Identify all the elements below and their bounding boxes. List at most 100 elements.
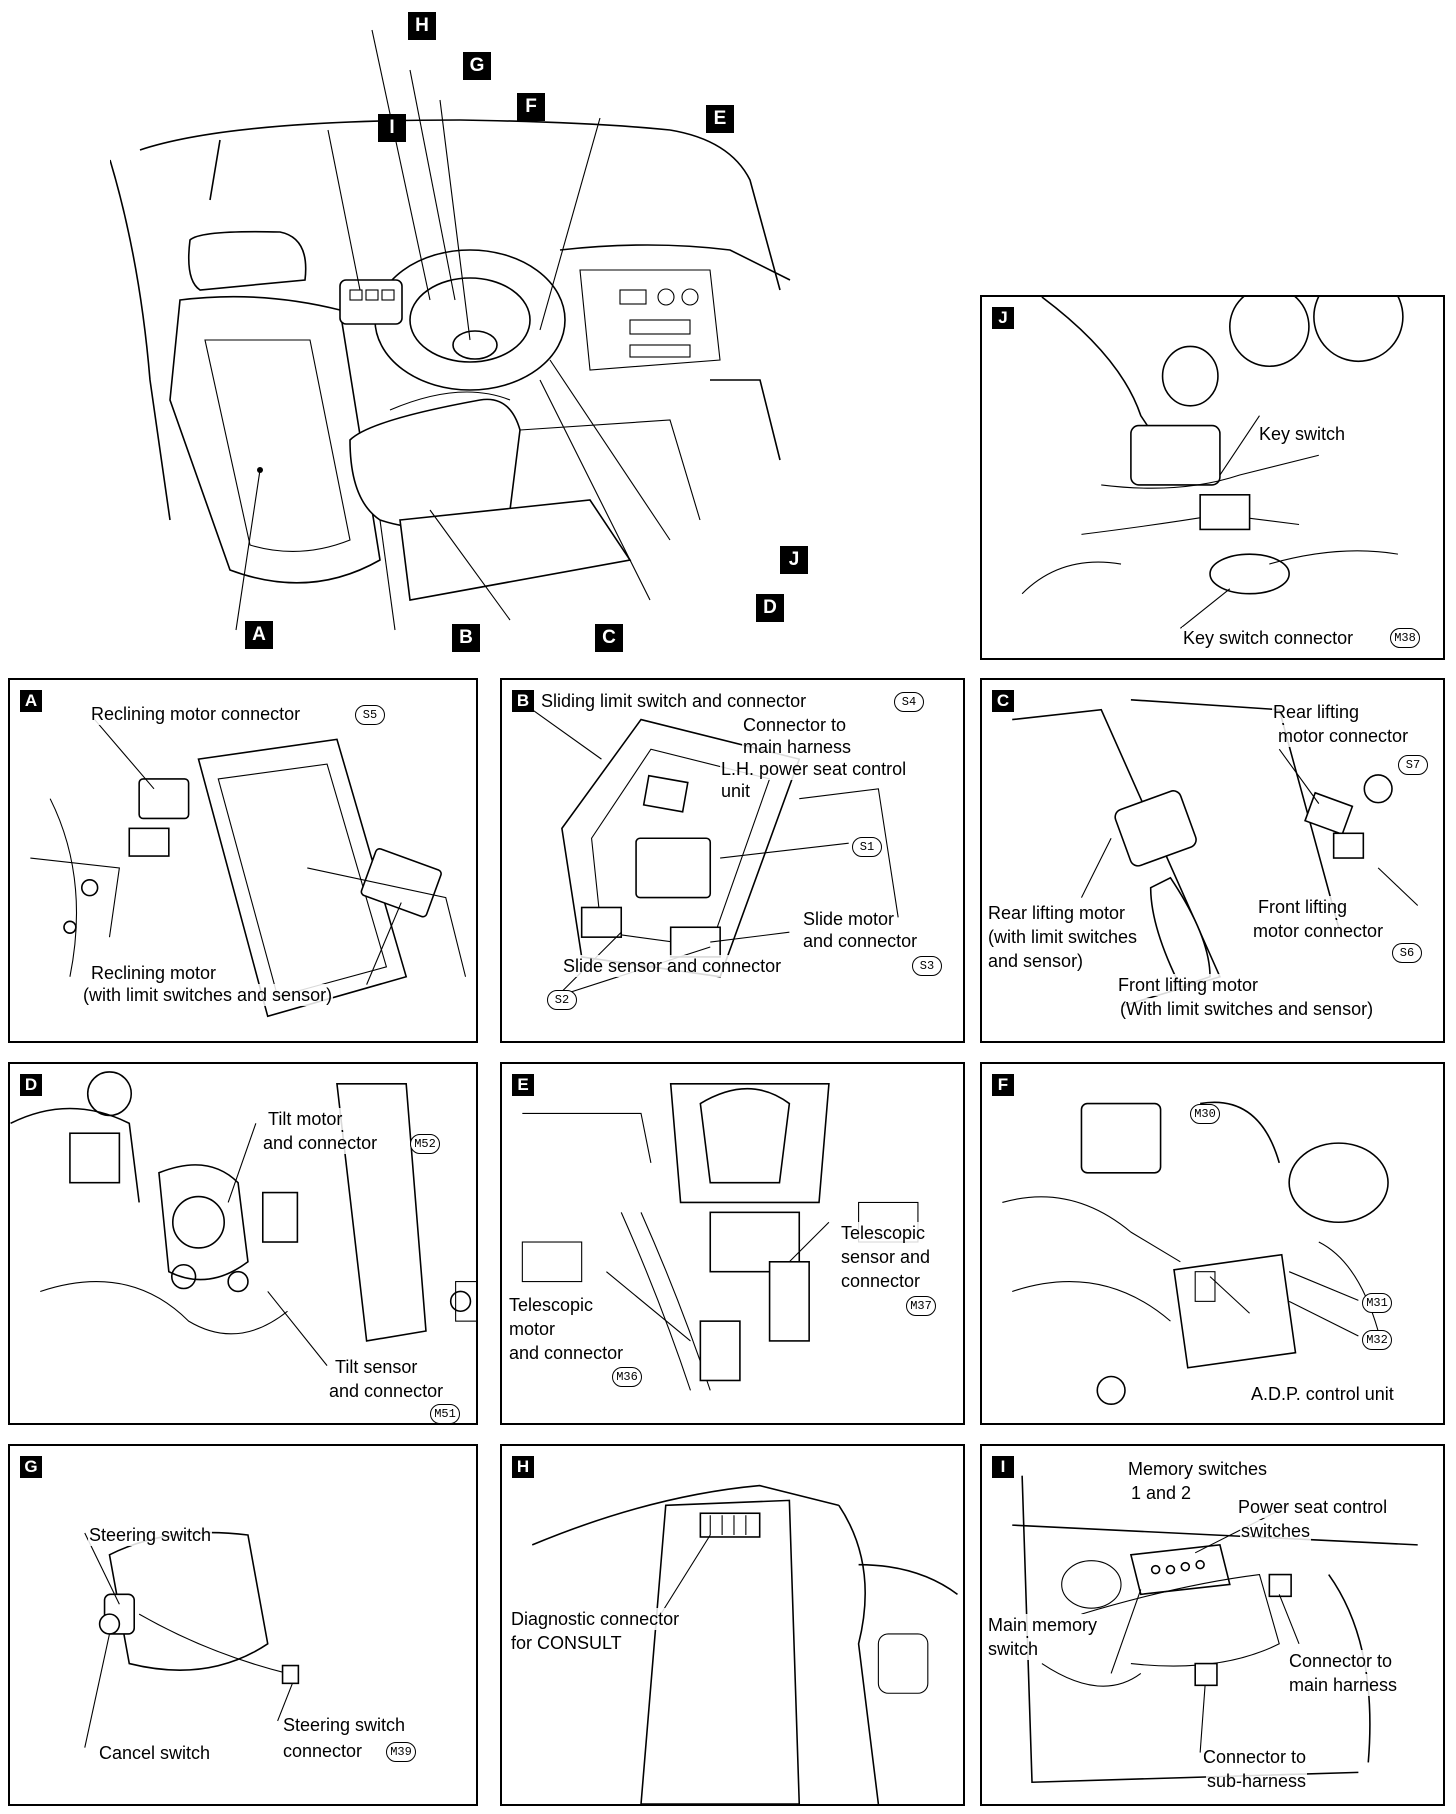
code-m52: M52 <box>410 1134 440 1154</box>
reclining-motor-drawing <box>30 719 467 1018</box>
code-s3: S3 <box>912 956 942 976</box>
panel-i-badge: I <box>992 1456 1014 1478</box>
code-m36: M36 <box>612 1367 642 1387</box>
diagnostic-connector-drawing <box>531 1484 958 1804</box>
code-s2: S2 <box>547 990 577 1010</box>
callout-i: I <box>378 114 406 142</box>
front-lifting-connector-label-2: motor connector <box>1252 920 1385 942</box>
cancel-switch-label: Cancel switch <box>98 1742 212 1764</box>
adp-control-unit-drawing <box>1002 1101 1389 1406</box>
code-s7: S7 <box>1398 755 1428 775</box>
connector-main-label: Connector to <box>742 714 848 736</box>
rear-lifting-connector-label: Rear lifting <box>1272 701 1361 723</box>
panel-a: A Reclining motor connector S5 Reclining… <box>8 678 478 1043</box>
power-seat-switches-label-2: switches <box>1240 1520 1312 1542</box>
key-switch-connector-label: Key switch connector <box>1182 627 1355 649</box>
key-switch-drawing <box>1021 297 1404 629</box>
callout-h: H <box>408 12 436 40</box>
code-m32: M32 <box>1362 1330 1392 1350</box>
telescopic-motor-drawing <box>521 1082 919 1391</box>
slide-motor-label-2: and connector <box>802 930 919 952</box>
code-m51: M51 <box>430 1404 460 1423</box>
panel-c-badge: C <box>992 690 1014 712</box>
tilt-motor-label-2: and connector <box>262 1132 379 1154</box>
callout-e: E <box>706 105 734 133</box>
panel-g-badge: G <box>20 1456 42 1478</box>
panel-c: C Rear lifting motor connector S7 Rear l… <box>980 678 1445 1043</box>
panel-e: E Telescopic sensor and connector M37 Te… <box>500 1062 965 1425</box>
main-memory-switch-label: Main memory <box>987 1614 1099 1636</box>
steering-switch-connector-label: Steering switch <box>282 1714 407 1736</box>
reclining-motor-connector-label: Reclining motor connector <box>90 703 302 725</box>
lh-power-seat-unit-label-2: unit <box>720 780 752 802</box>
rear-lifting-connector-label-2: motor connector <box>1277 725 1410 747</box>
connector-main-harness-label-2: main harness <box>1288 1674 1399 1696</box>
rear-lifting-motor-label-3: and sensor) <box>987 950 1085 972</box>
panel-b: B Sliding limit switch and connector S4 … <box>500 678 965 1043</box>
reclining-motor-label: Reclining motor <box>90 962 218 984</box>
power-seat-switches-label: Power seat control <box>1237 1496 1389 1518</box>
connector-sub-harness-label-2: sub-harness <box>1206 1770 1308 1792</box>
panel-f-badge: F <box>992 1074 1014 1096</box>
code-m31: M31 <box>1362 1293 1392 1313</box>
slide-motor-label: Slide motor <box>802 908 896 930</box>
panel-h-badge: H <box>512 1456 534 1478</box>
panel-f: F M30 M31 M32 A.D.P. control unit <box>980 1062 1445 1425</box>
telescopic-motor-label-2: motor <box>508 1318 557 1340</box>
callout-c: C <box>595 624 623 652</box>
panel-h: H Diagnostic connector for CONSULT <box>500 1444 965 1806</box>
tilt-sensor-label: Tilt sensor <box>334 1356 419 1378</box>
telescopic-motor-label-3: and connector <box>508 1342 625 1364</box>
panel-a-badge: A <box>20 690 42 712</box>
lh-power-seat-unit-label: L.H. power seat control <box>720 758 908 780</box>
tilt-motor-label: Tilt motor <box>267 1108 344 1130</box>
telescopic-motor-label: Telescopic <box>508 1294 595 1316</box>
code-m39: M39 <box>386 1742 416 1762</box>
rear-lifting-motor-label-2: (with limit switches <box>987 926 1139 948</box>
lifting-motor-drawing <box>1012 698 1419 1008</box>
main-memory-switch-label-2: switch <box>987 1638 1040 1660</box>
slide-sensor-label: Slide sensor and connector <box>562 955 783 977</box>
callout-g: G <box>463 52 491 80</box>
callout-a: A <box>245 621 273 649</box>
callout-f: F <box>517 93 545 121</box>
memory-switches-label: Memory switches <box>1127 1458 1269 1480</box>
slide-motor-drawing <box>531 709 899 998</box>
front-lifting-motor-label-2: (With limit switches and sensor) <box>1119 998 1375 1020</box>
code-s1: S1 <box>852 837 882 857</box>
panel-b-badge: B <box>512 690 534 712</box>
panel-j-badge: J <box>992 307 1014 329</box>
adp-control-unit-label: A.D.P. control unit <box>1250 1383 1395 1405</box>
memory-switches-label-2: 1 and 2 <box>1130 1482 1193 1504</box>
front-lifting-motor-label: Front lifting motor <box>1117 974 1260 996</box>
callout-d: D <box>756 594 784 622</box>
diagnostic-connector-label: Diagnostic connector <box>510 1608 681 1630</box>
callout-j: J <box>780 546 808 574</box>
code-m37: M37 <box>906 1296 936 1316</box>
telescopic-sensor-label-2: sensor and <box>840 1246 932 1268</box>
connector-sub-harness-label: Connector to <box>1202 1746 1308 1768</box>
tilt-sensor-label-2: and connector <box>328 1380 445 1402</box>
connector-main-label-2: main harness <box>742 736 853 758</box>
panel-i: I Memory switches 1 and 2 Power seat con… <box>980 1444 1445 1806</box>
panel-g: G Steering switch Cancel switch Steering… <box>8 1444 478 1806</box>
callout-b: B <box>452 624 480 652</box>
telescopic-sensor-label-3: connector <box>840 1270 922 1292</box>
tilt-motor-drawing <box>10 1071 476 1366</box>
panel-e-badge: E <box>512 1074 534 1096</box>
car-interior-drawing <box>110 29 791 631</box>
code-s4: S4 <box>894 692 924 712</box>
steering-switch-connector-label-2: connector <box>282 1740 364 1762</box>
diagnostic-connector-label-2: for CONSULT <box>510 1632 623 1654</box>
code-m38: M38 <box>1390 628 1420 648</box>
rear-lifting-motor-label: Rear lifting motor <box>987 902 1127 924</box>
overview-illustration: H G F E I J D C B A <box>110 0 820 660</box>
sliding-limit-label: Sliding limit switch and connector <box>540 690 808 712</box>
steering-switch-label: Steering switch <box>88 1524 213 1546</box>
panel-j: J Key switch Key switch connector M38 <box>980 295 1445 660</box>
panel-d: D Tilt motor and connector M52 Tilt sens… <box>8 1062 478 1425</box>
code-s6: S6 <box>1392 943 1422 963</box>
code-m30: M30 <box>1190 1104 1220 1124</box>
reclining-motor-label-2: (with limit switches and sensor) <box>82 984 334 1006</box>
connector-main-harness-label: Connector to <box>1288 1650 1394 1672</box>
